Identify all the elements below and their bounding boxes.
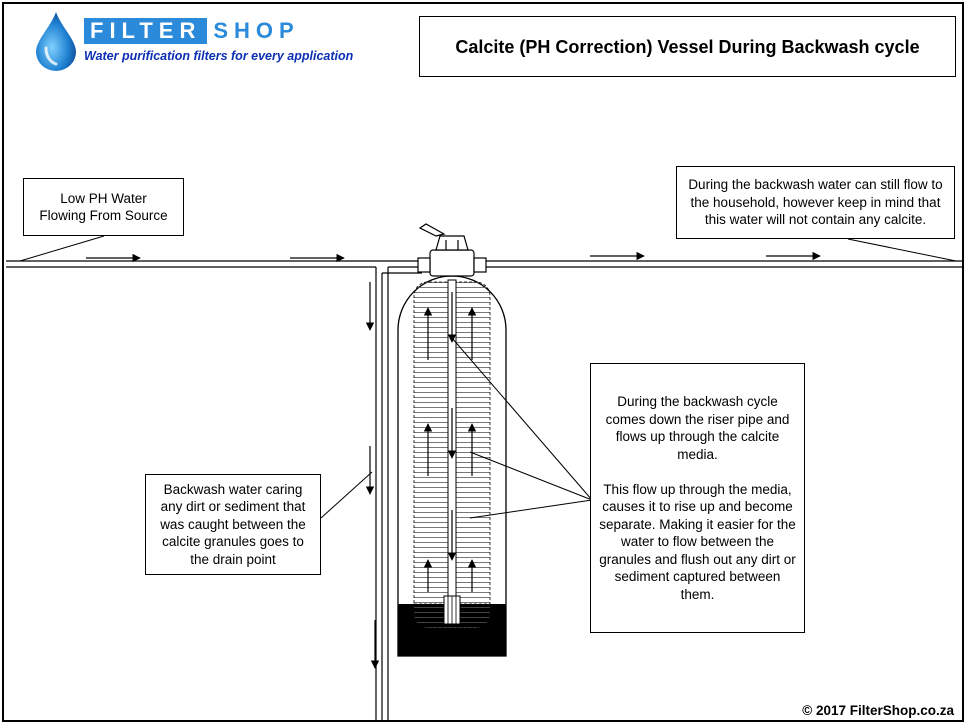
logo-word-filter: FILTER [84,18,208,44]
inlet-pipe [6,260,422,268]
outlet-pipe [478,260,962,268]
logo-word-shop: SHOP [213,18,300,43]
logo-tagline: Water purification filters for every app… [84,49,354,63]
household-label: During the backwash water can still flow… [676,166,955,239]
copyright: © 2017 FilterShop.co.za [802,703,954,718]
valve-head [417,223,487,277]
logo-wordmark: FILTER SHOP [84,18,300,44]
flow-arrows [86,251,821,669]
backwash-explanation: During the backwash cycle comes down the… [590,363,805,633]
page-title: Calcite (PH Correction) Vessel During Ba… [419,16,956,77]
backwash-flow-arrows [423,292,477,592]
drain-pipe [375,267,422,722]
callout-lines [19,235,957,519]
drain-label: Backwash water caring any dirt or sedime… [145,474,321,575]
water-drop-logo-icon [36,12,76,71]
source-label: Low PH Water Flowing From Source [23,178,184,236]
